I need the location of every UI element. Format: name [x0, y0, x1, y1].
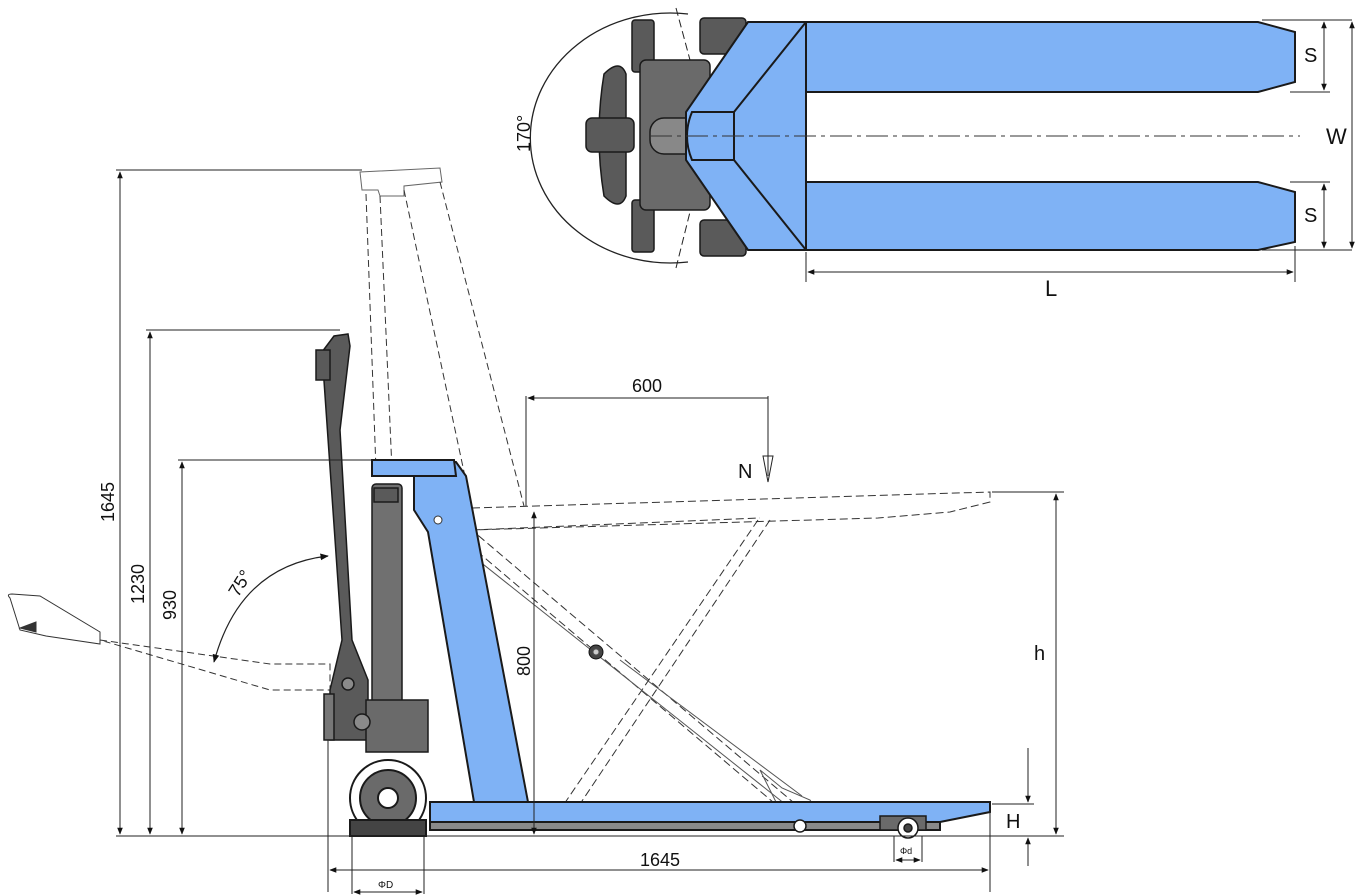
- steer-arc: [529, 12, 689, 264]
- overall-width-label: W: [1326, 124, 1347, 149]
- load-symbol-label: N: [738, 461, 752, 483]
- platform-height-label: 930: [160, 590, 180, 620]
- rear-roller-dia-label: Φd: [900, 846, 912, 856]
- overall-length-label: 1645: [640, 850, 680, 870]
- side-view: 1645 1230 930 75° 600 N 800 h H 1645 ΦD …: [7, 167, 1064, 895]
- fork-length-label: L: [1045, 276, 1057, 301]
- top-handle-assembly: [585, 17, 747, 257]
- total-height-label: 1645: [98, 482, 118, 522]
- lift-height-label: h: [1034, 643, 1045, 665]
- steer-angle-label: 170°: [514, 115, 534, 152]
- fork-width-label-bottom: S: [1304, 205, 1317, 227]
- lowered-height-label: H: [1006, 811, 1020, 833]
- load-center-label: 600: [632, 376, 662, 396]
- ghost-handle: [359, 167, 525, 507]
- handle-height-label: 1230: [128, 564, 148, 604]
- pump-assembly: [315, 333, 429, 753]
- fork-width-label-top: S: [1304, 45, 1317, 67]
- handle-angle-label: 75°: [224, 566, 255, 600]
- scissor-height-label: 800: [514, 646, 534, 676]
- top-forks: [685, 21, 1296, 251]
- side-fork: [371, 459, 991, 831]
- front-wheel: [349, 759, 427, 837]
- top-view: S S W L 170°: [514, 7, 1355, 301]
- rear-roller: [793, 815, 927, 839]
- front-wheel-dia-label: ΦD: [378, 880, 393, 891]
